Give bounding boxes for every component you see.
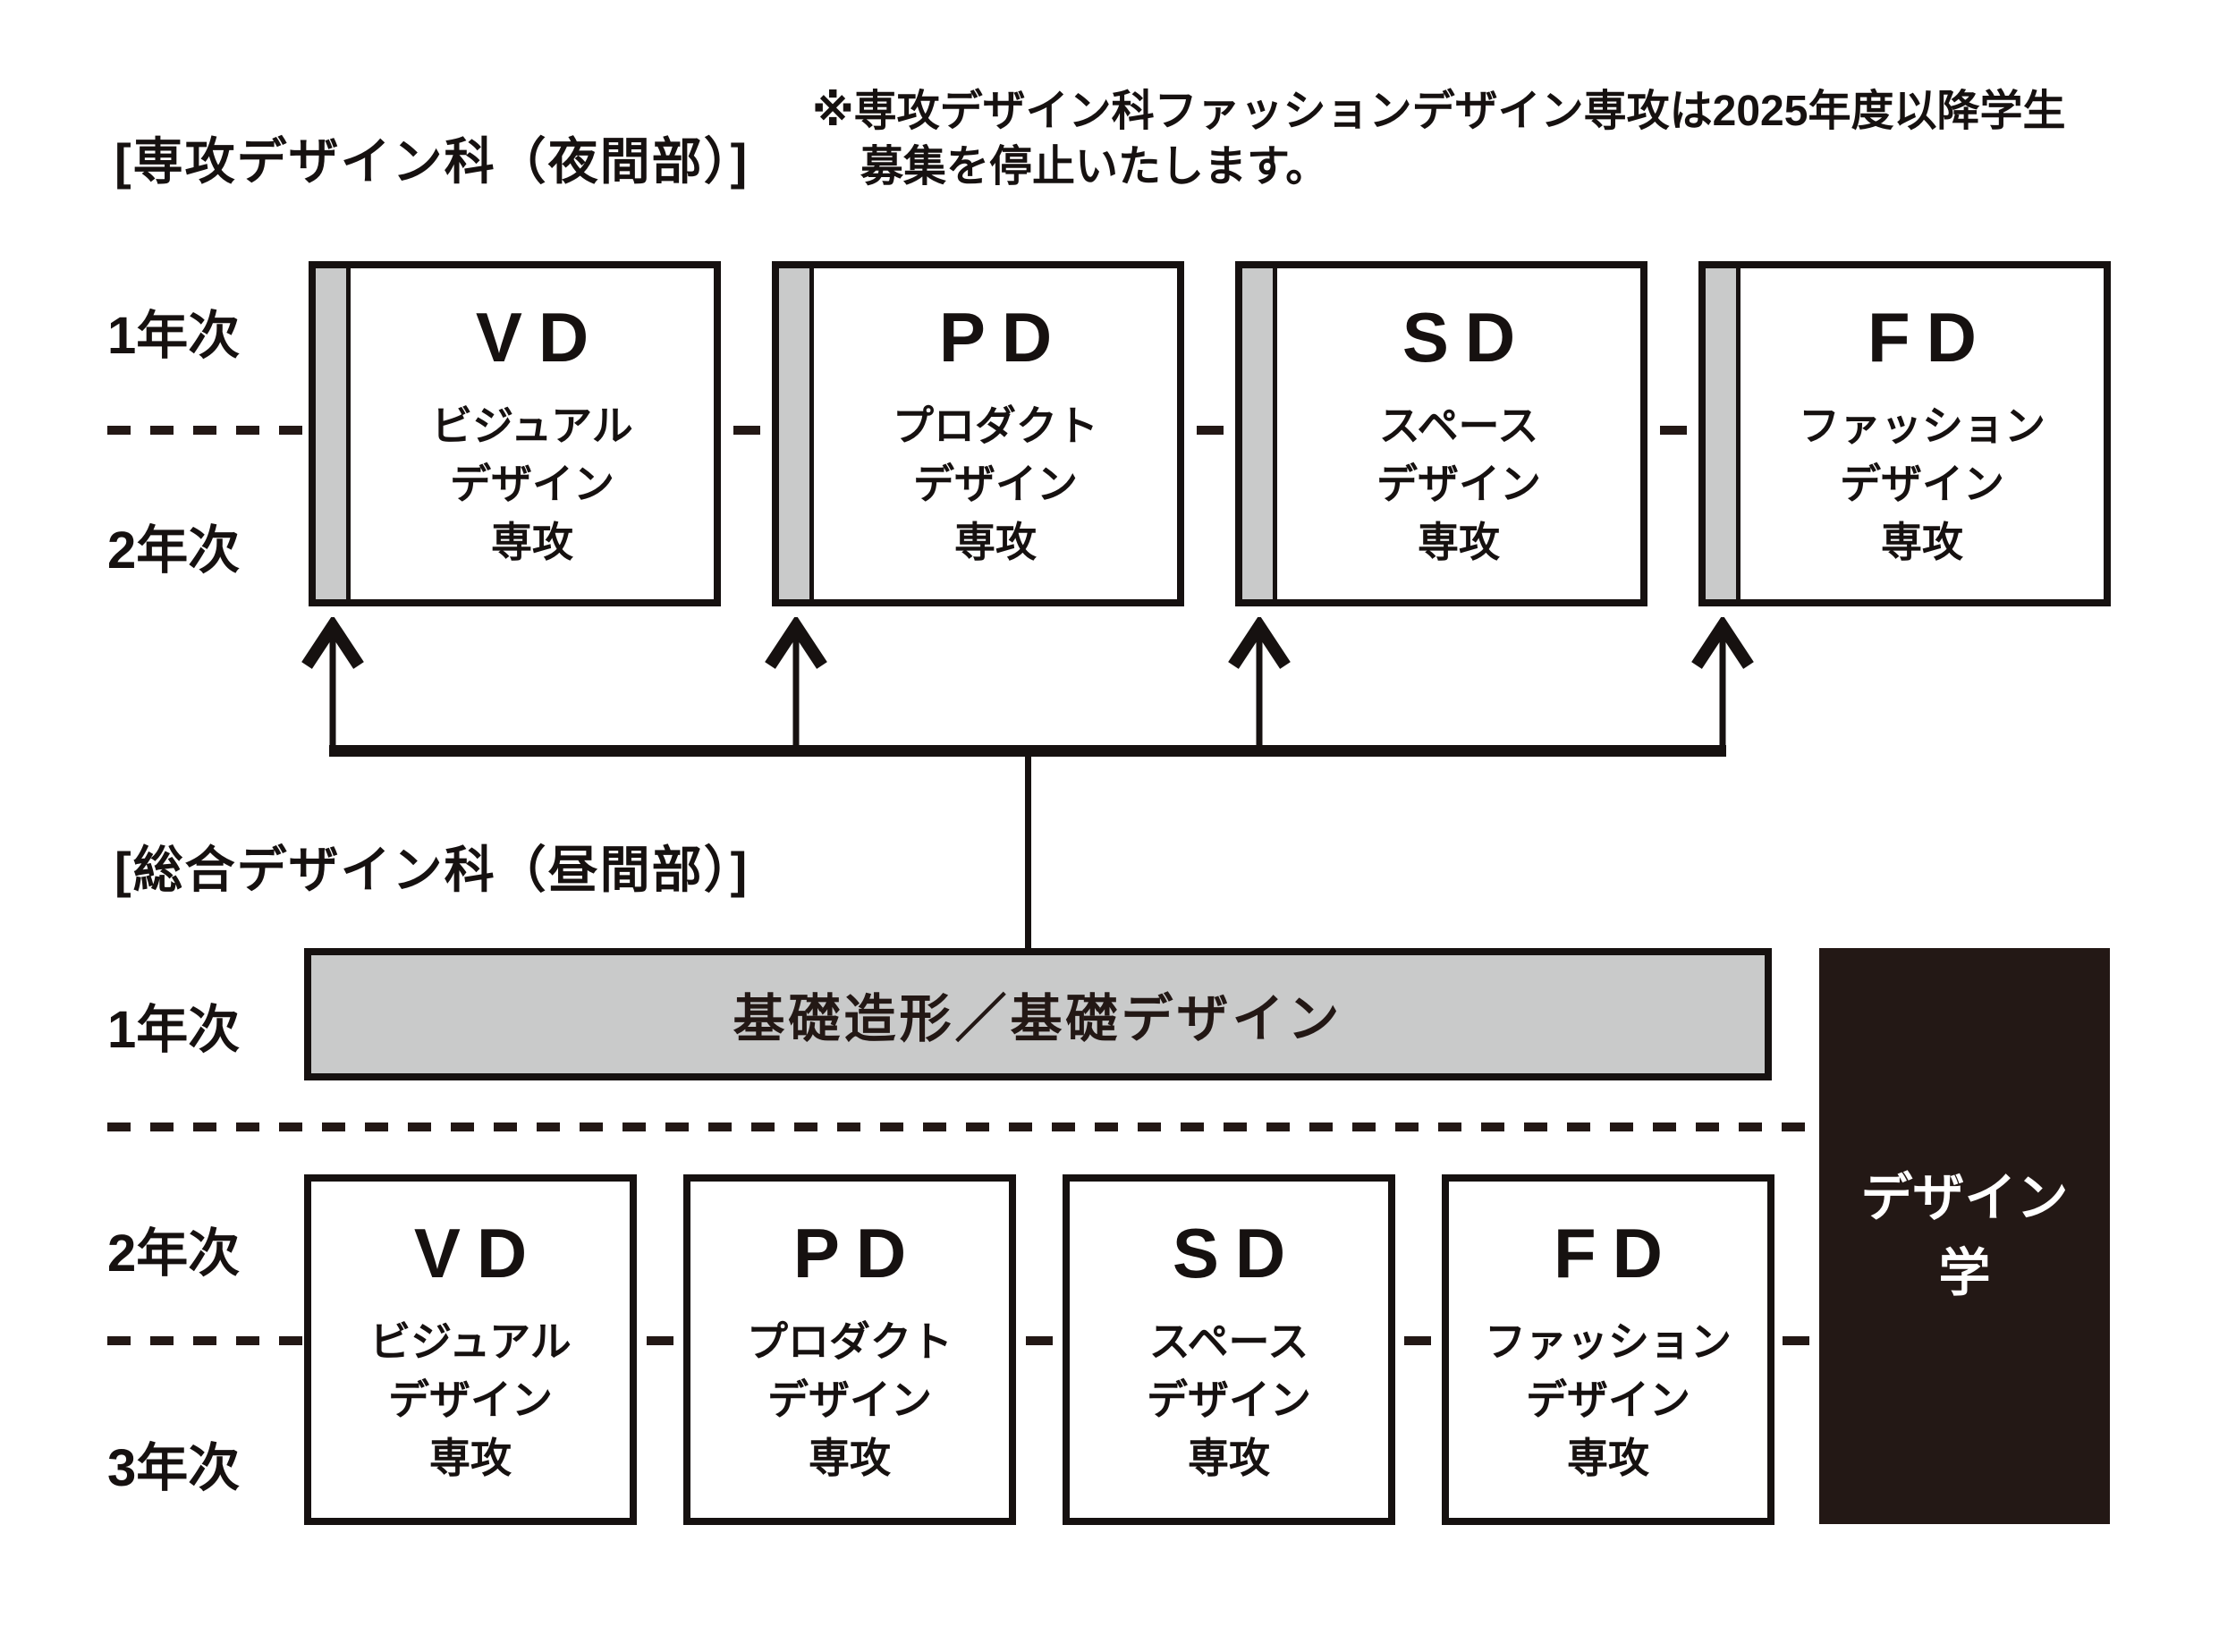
day-year2-3-dash-gap4 <box>1783 1336 1809 1345</box>
day-year-3-label: 3年次 <box>107 1439 241 1497</box>
vd-night-line-1: ビジュアル <box>431 402 633 449</box>
day-year2-3-dash-gap1 <box>647 1336 673 1345</box>
vd-night-content: VD ビジュアル デザイン 専攻 <box>351 268 714 599</box>
night-major-box-vd: VD ビジュアル デザイン 専攻 <box>309 261 721 606</box>
pd-day-code: PD <box>792 1213 923 1292</box>
pd-night-content: PD プロダクト デザイン 専攻 <box>814 268 1177 599</box>
sd-night-stripe <box>1242 268 1277 599</box>
pd-night-code: PD <box>938 297 1069 377</box>
pd-day-line-2: デザイン <box>767 1376 932 1423</box>
note-line-2: 募集を停止いたします。 <box>860 143 1329 191</box>
sd-night-line-1: スペース <box>1378 402 1539 449</box>
arrow-connector-bar <box>329 745 1726 757</box>
pd-day-line-1: プロダクト <box>747 1317 953 1365</box>
vd-night-line-3: 専攻 <box>491 518 573 565</box>
sd-day-content: SD スペース デザイン 専攻 <box>1070 1182 1388 1518</box>
sd-night-code: SD <box>1402 297 1532 377</box>
vd-night-stripe <box>316 268 351 599</box>
sd-day-code: SD <box>1172 1213 1302 1292</box>
vd-day-content: VD ビジュアル デザイン 専攻 <box>311 1182 630 1518</box>
vd-day-line-1: ビジュアル <box>369 1317 572 1365</box>
pd-day-line-3: 専攻 <box>809 1434 891 1481</box>
foundation-course-bar: 基礎造形／基礎デザイン <box>304 948 1772 1080</box>
night-year-2-label: 2年次 <box>107 521 241 580</box>
sd-day-line-2: デザイン <box>1147 1376 1311 1423</box>
fd-night-line-2: デザイン <box>1840 460 2004 507</box>
day-major-box-sd: SD スペース デザイン 専攻 <box>1063 1174 1395 1525</box>
pd-night-line-2: デザイン <box>913 460 1078 507</box>
night-year-divider-dash-gap1 <box>733 426 760 435</box>
night-year-divider-dash-gap2 <box>1197 426 1224 435</box>
up-arrow-1 <box>301 617 364 751</box>
night-year-divider-dashes <box>107 426 309 435</box>
day-year-1-label: 1年次 <box>107 1001 241 1059</box>
fd-day-content: FD ファッション デザイン 専攻 <box>1449 1182 1767 1518</box>
note-line-1: ※専攻デザイン科ファッションデザイン専攻は2025年度以降学生 <box>812 88 2066 135</box>
pd-day-content: PD プロダクト デザイン 専攻 <box>690 1182 1009 1518</box>
vd-day-code: VD <box>413 1213 544 1292</box>
vd-day-line-2: デザイン <box>388 1376 553 1423</box>
sd-day-line-1: スペース <box>1148 1317 1309 1365</box>
vd-night-code: VD <box>475 297 606 377</box>
day-section-header: [総合デザイン科（昼間部）] <box>114 842 750 898</box>
night-year-divider-dash-gap3 <box>1660 426 1687 435</box>
design-studies-label-line-1: デザイン <box>1860 1169 2069 1227</box>
fd-night-stripe <box>1706 268 1740 599</box>
night-major-box-fd: FD ファッション デザイン 専攻 <box>1698 261 2111 606</box>
vd-day-line-3: 専攻 <box>429 1434 512 1481</box>
up-arrow-2 <box>765 617 827 751</box>
pd-night-stripe <box>779 268 814 599</box>
night-major-box-sd: SD スペース デザイン 専攻 <box>1235 261 1647 606</box>
sd-night-content: SD スペース デザイン 専攻 <box>1277 268 1640 599</box>
pd-night-line-1: プロダクト <box>893 402 1098 449</box>
day-year1-2-divider-dashes <box>107 1123 1819 1131</box>
day-major-box-vd: VD ビジュアル デザイン 専攻 <box>304 1174 637 1525</box>
fd-night-line-1: ファッション <box>1799 402 2045 449</box>
foundation-course-label: 基礎造形／基礎デザイン <box>733 990 1343 1048</box>
fd-day-code: FD <box>1554 1213 1679 1292</box>
day-year2-3-dash-gap2 <box>1026 1336 1053 1345</box>
fd-night-content: FD ファッション デザイン 専攻 <box>1740 268 2104 599</box>
fd-night-line-3: 専攻 <box>1881 518 1963 565</box>
sd-night-line-3: 専攻 <box>1418 518 1500 565</box>
night-major-box-pd: PD プロダクト デザイン 専攻 <box>772 261 1184 606</box>
day-year2-3-dash-gap3 <box>1404 1336 1431 1345</box>
foundation-connector-line <box>1025 754 1031 949</box>
pd-night-line-3: 専攻 <box>954 518 1037 565</box>
day-year-2-label: 2年次 <box>107 1224 241 1283</box>
fd-day-line-2: デザイン <box>1526 1376 1690 1423</box>
fd-discontinuation-note: ※専攻デザイン科ファッションデザイン専攻は2025年度以降学生 募集を停止いたし… <box>812 84 2065 195</box>
fd-day-line-1: ファッション <box>1485 1317 1732 1365</box>
design-studies-box: デザイン 学 <box>1819 948 2110 1524</box>
day-year2-3-divider-dashes <box>107 1336 304 1345</box>
vd-night-line-2: デザイン <box>450 460 614 507</box>
day-major-box-fd: FD ファッション デザイン 専攻 <box>1442 1174 1774 1525</box>
up-arrow-3 <box>1228 617 1291 751</box>
sd-day-line-3: 専攻 <box>1188 1434 1270 1481</box>
sd-night-line-2: デザイン <box>1376 460 1541 507</box>
up-arrow-4 <box>1691 617 1754 751</box>
night-section-header: [専攻デザイン科（夜間部）] <box>114 133 750 190</box>
design-studies-label-line-2: 学 <box>1938 1244 1991 1302</box>
day-major-box-pd: PD プロダクト デザイン 専攻 <box>683 1174 1016 1525</box>
fd-night-code: FD <box>1868 297 1993 377</box>
night-year-1-label: 1年次 <box>107 307 241 365</box>
fd-day-line-3: 専攻 <box>1567 1434 1649 1481</box>
